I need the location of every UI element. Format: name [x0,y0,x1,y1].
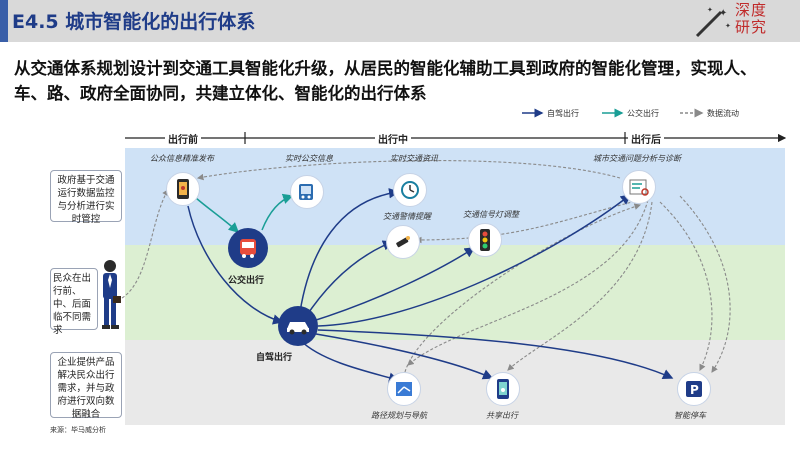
label-info-release: 公众信息精准发布 [150,154,214,163]
shared-mobility-phone-icon [486,372,520,406]
traffic-light-icon [468,223,502,257]
legend [522,108,704,118]
label-city-analysis: 城市交通问题分析与诊断 [593,154,681,163]
legend-self-driving-label: 自驾出行 [547,109,579,118]
label-public-travel: 公交出行 [228,276,265,286]
band-enterprise [125,340,785,425]
label-realtime-traffic: 实时交通资讯 [390,154,438,163]
label-share: 共享出行 [486,411,518,420]
svg-text:P: P [690,383,699,397]
label-parking: 智能停车 [674,411,706,420]
page-title: E4.5 城市智能化的出行体系 [12,11,256,33]
label-signal: 交通信号灯调整 [463,210,519,219]
bus-stop-sign-icon [290,175,324,209]
subtitle: 从交通体系规划设计到交通工具智能化升级，从居民的智能化辅助工具到政府的智能化管理… [14,59,757,103]
parking-sign-icon: P [677,372,711,406]
logo-text-2: 研究 [735,18,768,36]
clock-icon [393,173,427,207]
phase-after: 出行后 [628,131,664,146]
source-note: 来源：毕马威分析 [50,426,106,434]
phase-axis [125,132,787,144]
label-alert: 交通警情提醒 [383,212,431,221]
magic-wand-icon: ✦ ✦ ✦ [695,6,731,38]
phase-before: 出行前 [165,131,201,146]
title-accent [0,0,8,42]
bus-icon [228,228,268,268]
label-enterprise: 企业提供产品解决民众出行需求，并与政府进行双向数据融合 [50,352,122,420]
label-self-drive: 自驾出行 [256,353,293,363]
phone-app-icon [166,172,200,206]
data-flow-arrows [121,160,731,373]
businessman-icon [102,260,121,329]
logo-text-1: 深度 [735,1,768,19]
legend-data-flow-label: 数据流动 [707,109,739,118]
brand-logo: ✦ ✦ ✦ 深度 研究 [695,1,795,40]
label-citizen: 民众在出行前、中、后面临不同需求 [50,268,98,336]
public-transit-arrows [195,193,294,234]
route-map-icon [387,372,421,406]
label-government: 政府基于交通运行数据监控与分析进行实时管控 [50,170,122,225]
analysis-report-icon [622,170,656,204]
svg-text:✦: ✦ [725,22,731,30]
self-driving-arrows [187,188,674,383]
phase-during: 出行中 [375,131,411,146]
svg-text:✦: ✦ [707,6,713,14]
label-route: 路径规划与导航 [371,411,427,420]
svg-text:✦: ✦ [719,8,727,19]
legend-public-transit-label: 公交出行 [627,109,659,118]
car-icon [278,306,318,346]
label-realtime-bus: 实时公交信息 [285,154,333,163]
title-bar [0,0,800,42]
alert-telescope-icon [386,225,420,259]
